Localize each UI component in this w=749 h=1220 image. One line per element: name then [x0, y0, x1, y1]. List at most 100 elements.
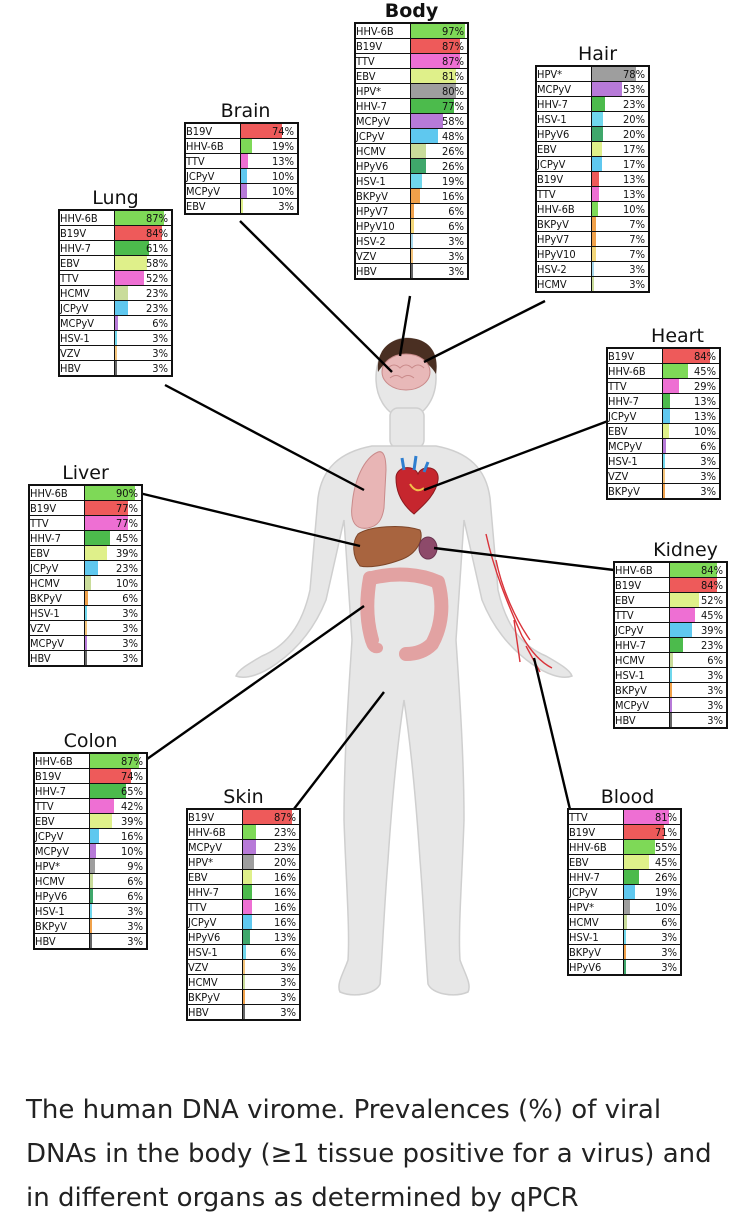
- panel-title: Hair: [577, 43, 618, 65]
- virus-name: JCPyV: [186, 914, 243, 930]
- virus-name: TTV: [58, 270, 115, 286]
- prevalence-value: 3%: [152, 346, 168, 360]
- prevalence-bar: [624, 960, 626, 974]
- virus-name: HHV-6B: [186, 824, 243, 840]
- prevalence-bar: [592, 97, 605, 111]
- prevalence-bar: [592, 127, 604, 141]
- prevalence-cell: 87%: [114, 209, 173, 226]
- virus-name: BKPyV: [354, 188, 411, 204]
- prevalence-value: 3%: [122, 636, 138, 650]
- prevalence-cell: 3%: [623, 944, 682, 960]
- prevalence-cell: 6%: [84, 590, 143, 606]
- prevalence-cell: 16%: [242, 884, 301, 900]
- virus-name: TTV: [186, 899, 243, 915]
- prevalence-cell: 39%: [84, 545, 143, 561]
- prevalence-bar: [243, 855, 255, 869]
- virus-name: HPyV6: [186, 929, 243, 945]
- prevalence-value: 6%: [707, 653, 723, 667]
- prevalence-value: 19%: [442, 174, 464, 188]
- panel-title: Kidney: [653, 539, 718, 561]
- prevalence-value: 13%: [694, 394, 716, 408]
- prevalence-cell: 13%: [242, 929, 301, 945]
- virus-name: VZV: [606, 468, 663, 484]
- prevalence-bar: [243, 945, 247, 959]
- prevalence-bar: [241, 169, 247, 183]
- prevalence-bar: [670, 653, 674, 667]
- prevalence-value: 6%: [448, 204, 464, 218]
- prevalence-value: 87%: [121, 754, 143, 768]
- virus-name: MCPyV: [613, 697, 670, 713]
- virus-name: HSV-1: [535, 111, 592, 127]
- prevalence-value: 3%: [127, 934, 143, 948]
- virus-name: HPV*: [33, 858, 90, 874]
- prevalence-bar: [663, 394, 671, 408]
- prevalence-bar: [592, 142, 602, 156]
- prevalence-bar: [624, 855, 650, 869]
- panel-title: Skin: [223, 786, 264, 808]
- prevalence-cell: 3%: [89, 918, 148, 934]
- prevalence-cell: 6%: [410, 203, 469, 219]
- prevalence-value: 3%: [661, 960, 677, 974]
- prevalence-value: 74%: [272, 124, 294, 138]
- virus-name: BKPyV: [613, 682, 670, 698]
- prevalence-cell: 16%: [242, 899, 301, 915]
- prevalence-value: 84%: [694, 349, 716, 363]
- prevalence-bar: [85, 561, 98, 575]
- prevalence-cell: 87%: [89, 752, 148, 769]
- prevalence-bar: [663, 349, 711, 363]
- prevalence-value: 3%: [280, 975, 296, 989]
- prevalence-cell: 58%: [114, 255, 173, 271]
- virus-name: HHV-6B: [606, 363, 663, 379]
- virus-name: EBV: [33, 813, 90, 829]
- virus-name: TTV: [33, 798, 90, 814]
- prevalence-bar: [663, 484, 665, 498]
- prevalence-cell: 23%: [591, 96, 650, 112]
- prevalence-cell: 87%: [410, 53, 469, 69]
- prevalence-value: 13%: [694, 409, 716, 423]
- prevalence-cell: 77%: [84, 515, 143, 531]
- prevalence-cell: 10%: [623, 899, 682, 915]
- virus-name: HHV-7: [58, 240, 115, 256]
- virus-name: HSV-1: [186, 944, 243, 960]
- prevalence-value: 48%: [442, 129, 464, 143]
- prevalence-value: 87%: [146, 211, 168, 225]
- prevalence-value: 77%: [442, 99, 464, 113]
- prevalence-bar: [624, 915, 628, 929]
- virus-name: HHV-7: [613, 637, 670, 653]
- prevalence-cell: 3%: [114, 345, 173, 361]
- prevalence-cell: 10%: [240, 183, 299, 199]
- virus-name: HCMV: [186, 974, 243, 990]
- prevalence-bar: [670, 713, 672, 727]
- prevalence-bar: [592, 247, 596, 261]
- prevalence-bar: [411, 159, 426, 173]
- prevalence-cell: 19%: [623, 884, 682, 900]
- prevalence-cell: 23%: [114, 285, 173, 301]
- prevalence-bar: [115, 256, 148, 270]
- prevalence-bar: [670, 623, 692, 637]
- prevalence-cell: 3%: [662, 483, 721, 500]
